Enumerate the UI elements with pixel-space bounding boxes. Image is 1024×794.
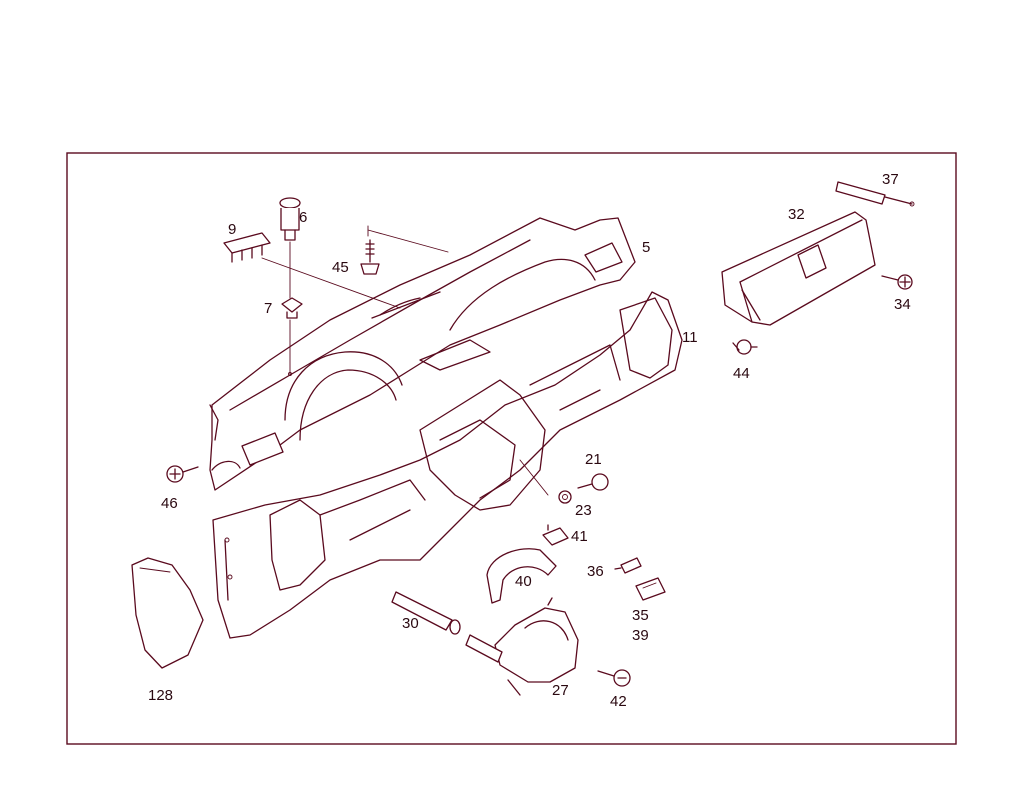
label-128: 128 <box>148 687 173 704</box>
part-41-bracket <box>542 524 569 546</box>
part-7-clip <box>281 297 303 319</box>
label-37: 37 <box>882 171 899 188</box>
part-46-screw <box>166 465 199 483</box>
part-21-screw <box>577 473 609 491</box>
label-39: 39 <box>632 627 649 644</box>
dashboard-upper-shell <box>209 217 636 491</box>
label-41: 41 <box>571 528 588 545</box>
part-44-clip <box>732 339 758 355</box>
part-37-rod <box>835 181 915 207</box>
part-23-washer <box>558 490 572 504</box>
label-45: 45 <box>332 259 349 276</box>
part-45-screw <box>360 239 380 275</box>
diagram-frame <box>66 152 957 745</box>
part-32-glovebox <box>721 211 876 326</box>
label-35: 35 <box>632 607 649 624</box>
label-5: 5 <box>642 239 650 256</box>
label-23: 23 <box>575 502 592 519</box>
dashboard-carrier <box>212 291 683 639</box>
label-32: 32 <box>788 206 805 223</box>
label-11: 11 <box>682 329 698 346</box>
part-42-screw <box>597 669 631 687</box>
part-27-lower-box <box>465 597 579 696</box>
label-9: 9 <box>228 221 236 238</box>
part-128-side-cover <box>131 557 204 669</box>
label-6: 6 <box>299 209 307 226</box>
part-40-arch-trim <box>486 548 557 604</box>
leader-5 <box>367 229 449 253</box>
label-40: 40 <box>515 573 532 590</box>
part-6-knob <box>279 197 301 241</box>
label-46: 46 <box>161 495 178 512</box>
part-9-switch <box>223 232 271 263</box>
label-44: 44 <box>733 365 750 382</box>
label-21: 21 <box>585 451 602 468</box>
label-7: 7 <box>264 300 272 317</box>
label-42: 42 <box>610 693 627 710</box>
part-35-39-switch <box>635 577 666 601</box>
leader-9 <box>261 257 401 309</box>
label-27: 27 <box>552 682 569 699</box>
label-36: 36 <box>587 563 604 580</box>
part-34-screw <box>881 274 913 290</box>
part-30-tube <box>391 591 461 635</box>
label-30: 30 <box>402 615 419 632</box>
part-36-bulb <box>614 557 642 574</box>
label-34: 34 <box>894 296 911 313</box>
